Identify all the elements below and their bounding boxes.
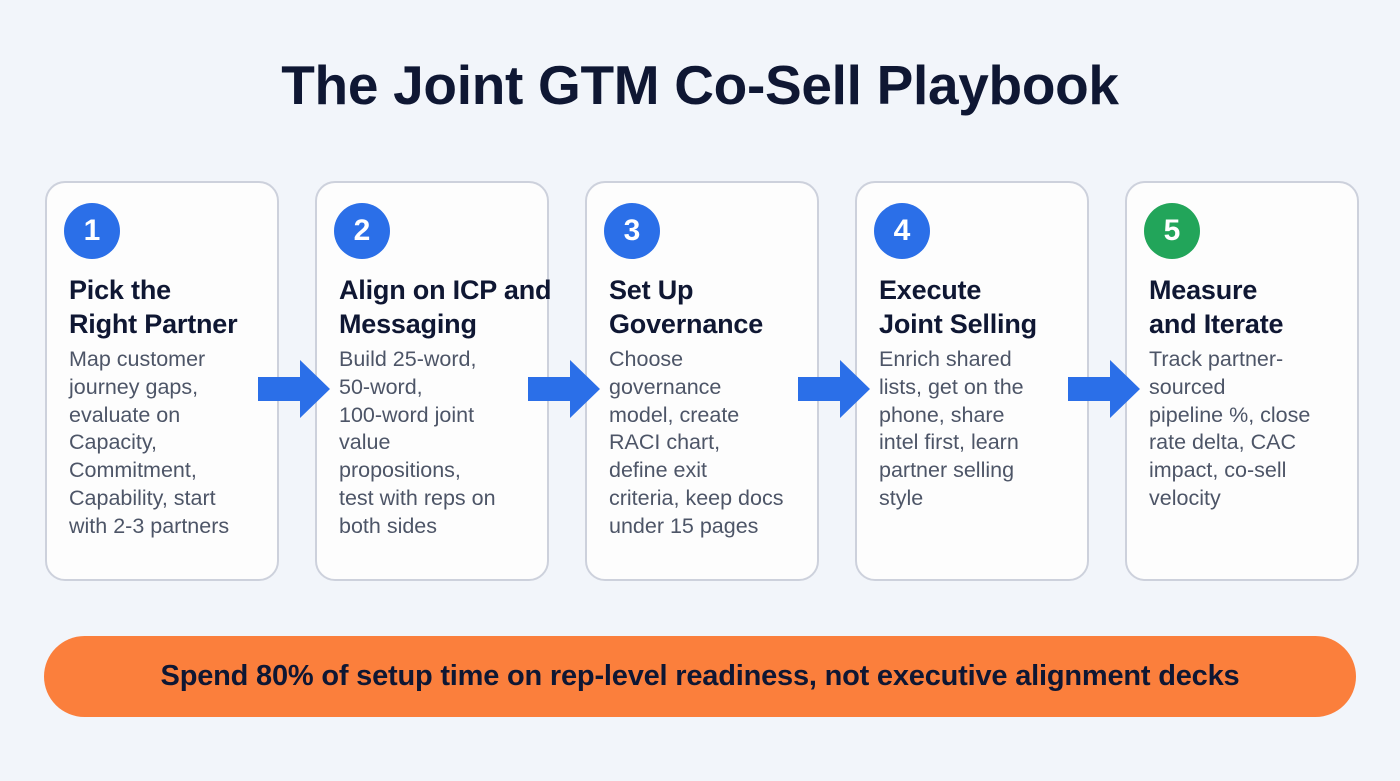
arrow-right-icon bbox=[258, 360, 330, 418]
step-description: Choose governance model, create RACI cha… bbox=[609, 347, 784, 538]
step-title: Measure and Iterate bbox=[1149, 275, 1284, 339]
step-card-3: 3 Set Up Governance Choose governance mo… bbox=[585, 181, 819, 581]
step-number-badge: 4 bbox=[874, 203, 930, 259]
page-title: The Joint GTM Co-Sell Playbook bbox=[281, 54, 1119, 116]
arrow-right-icon bbox=[1068, 360, 1140, 418]
step-description: Enrich shared lists, get on the phone, s… bbox=[879, 347, 1024, 510]
step-number-badge: 3 bbox=[604, 203, 660, 259]
step-title: Execute Joint Selling bbox=[879, 275, 1037, 339]
step-number-badge: 5 bbox=[1144, 203, 1200, 259]
step-description: Map customer journey gaps, evaluate on C… bbox=[69, 347, 230, 538]
step-card-1: 1 Pick the Right Partner Map customer jo… bbox=[45, 181, 279, 581]
step-card-2: 2 Align on ICP and Messaging Build 25-wo… bbox=[315, 181, 552, 581]
key-takeaway-banner: Spend 80% of setup time on rep-level rea… bbox=[44, 636, 1356, 717]
step-title: Align on ICP and Messaging bbox=[339, 275, 552, 339]
step-description: Track partner- sourced pipeline %, close… bbox=[1149, 347, 1311, 510]
arrow-right-icon bbox=[528, 360, 600, 418]
step-number-badge: 2 bbox=[334, 203, 390, 259]
step-card-5: 5 Measure and Iterate Track partner- sou… bbox=[1125, 181, 1359, 581]
step-description: Build 25-word, 50-word, 100-word joint v… bbox=[339, 347, 496, 538]
arrow-right-icon bbox=[798, 360, 870, 418]
step-number-badge: 1 bbox=[64, 203, 120, 259]
step-title: Pick the Right Partner bbox=[69, 275, 238, 339]
step-card-4: 4 Execute Joint Selling Enrich shared li… bbox=[855, 181, 1089, 581]
step-title: Set Up Governance bbox=[609, 275, 764, 339]
